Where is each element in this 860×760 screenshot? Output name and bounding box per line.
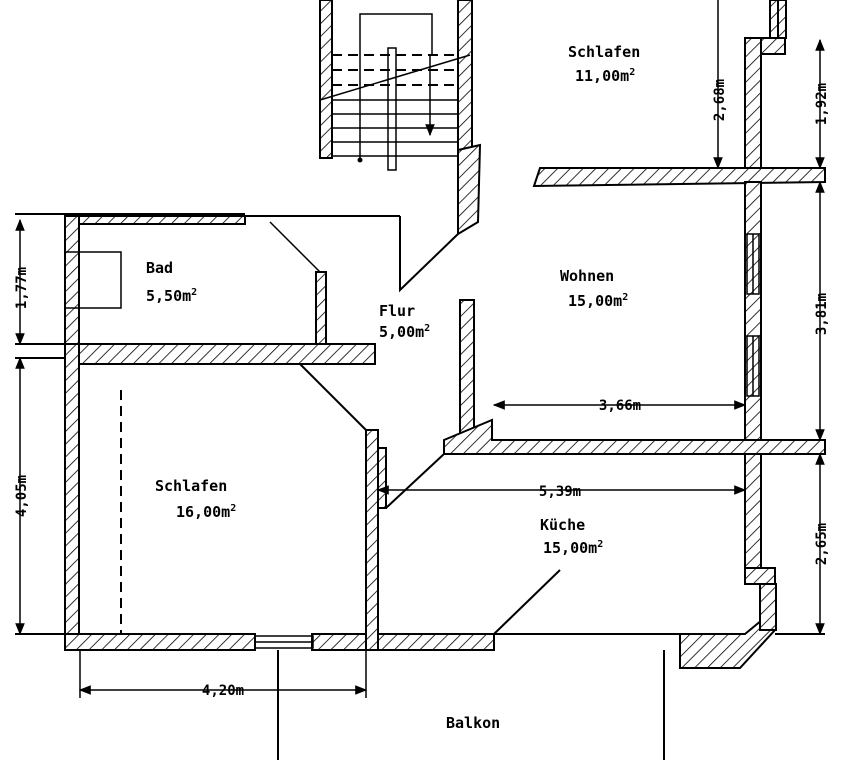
- dim-top-right-a: 2,68m: [712, 79, 728, 121]
- room-area: 16,00m: [176, 503, 230, 521]
- room-kueche: Küche 15,00m2: [540, 516, 603, 557]
- dim-left-low: 4,05m: [14, 475, 30, 517]
- dimension-labels: 2,68m 1,92m 3,81m 2,65m 1,77m 4,05m 3,66…: [14, 79, 830, 699]
- dim-wohnen-width: 3,66m: [599, 398, 641, 414]
- room-schlafen-bottom: Schlafen 16,00m2: [155, 477, 236, 521]
- room-labels: Schlafen 11,00m2 Bad 5,50m2 Flur 5,00m2 …: [146, 43, 640, 732]
- room-name: Schlafen: [155, 477, 227, 495]
- svg-text:5,50m2: 5,50m2: [146, 287, 197, 305]
- room-bad: Bad 5,50m2: [146, 259, 197, 305]
- room-balkon: Balkon: [446, 714, 500, 732]
- dimension-lines: [15, 0, 825, 698]
- svg-text:11,00m2: 11,00m2: [575, 67, 635, 85]
- room-area: 15,00m: [568, 292, 622, 310]
- room-area: 15,00m: [543, 539, 597, 557]
- svg-text:16,00m2: 16,00m2: [176, 503, 236, 521]
- room-area: 5,50m: [146, 287, 191, 305]
- svg-text:15,00m2: 15,00m2: [543, 539, 603, 557]
- room-name: Schlafen: [568, 43, 640, 61]
- walls: [64, 0, 826, 669]
- room-name: Balkon: [446, 714, 500, 732]
- room-schlafen-top: Schlafen 11,00m2: [568, 43, 640, 85]
- staircase: [319, 13, 471, 171]
- dim-left-top: 1,77m: [14, 267, 30, 309]
- room-flur: Flur 5,00m2: [379, 302, 430, 341]
- room-wohnen: Wohnen 15,00m2: [560, 267, 628, 310]
- room-name: Flur: [379, 302, 415, 320]
- dim-right-mid: 3,81m: [814, 293, 830, 335]
- doors-and-edges: [15, 213, 825, 760]
- room-area: 11,00m: [575, 67, 629, 85]
- dim-right-low: 2,65m: [814, 523, 830, 565]
- room-area: 5,00m: [379, 323, 424, 341]
- dim-kueche-width: 5,39m: [539, 484, 581, 500]
- room-name: Bad: [146, 259, 173, 277]
- dim-schlafen-width: 4,20m: [202, 683, 244, 699]
- room-name: Küche: [540, 516, 585, 534]
- room-name: Wohnen: [560, 267, 614, 285]
- dim-top-right-b: 1,92m: [814, 83, 830, 125]
- svg-text:15,00m2: 15,00m2: [568, 292, 628, 310]
- svg-text:5,00m2: 5,00m2: [379, 323, 430, 341]
